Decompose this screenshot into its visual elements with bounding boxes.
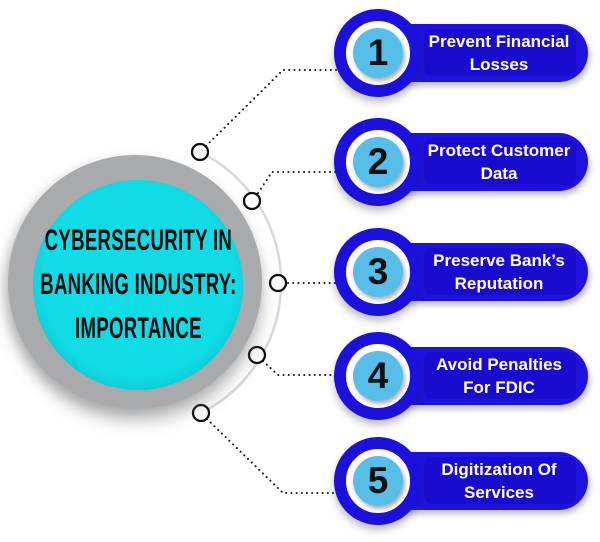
connector-node-1 [190,142,210,162]
item-4-pill-inner [424,352,576,399]
item-2-number-circle: 2 [334,118,422,206]
item-3-label-line1: Preserve Bank’s [433,251,565,270]
item-3-label-line2: Reputation [454,274,544,293]
item-3-number: 3 [353,247,403,297]
item-5-label: Digitization Of Services [416,452,582,510]
item-2-pill-inner [424,138,576,185]
item-2-number: 2 [353,137,403,187]
item-5-label-line1: Digitization Of [441,460,557,479]
main-topic-circle: CYBERSECURITY IN BANKING INDUSTRY: IMPOR… [8,155,262,409]
main-title: CYBERSECURITY IN BANKING INDUSTRY: IMPOR… [40,219,236,351]
dotted-connector-4 [262,360,338,376]
item-4-number: 4 [353,351,403,401]
item-3-label: Preserve Bank’s Reputation [416,243,582,301]
item-1-number-circle: 1 [334,9,422,97]
item-4-label: Avoid Penalties For FDIC [416,347,582,405]
dotted-connector-2 [257,171,338,194]
item-2-label-line2: Data [480,164,518,183]
main-title-line3: IMPORTANCE [74,312,202,345]
main-title-line1: CYBERSECURITY IN [44,224,232,257]
item-5-number-circle: 5 [334,437,422,525]
item-3-pill-inner [424,248,576,295]
item-2-label: Protect Customer Data [416,133,582,191]
item-5-label-line2: Services [464,483,534,502]
item-1-label: Prevent Financial Losses [416,24,582,82]
dotted-connector-1 [205,69,339,147]
item-5-number: 5 [353,456,403,506]
item-1-number: 1 [353,28,403,78]
connector-node-4 [247,345,267,365]
item-3-number-circle: 3 [334,228,422,316]
connector-node-5 [191,403,211,423]
item-4-label-line1: Avoid Penalties [436,355,562,374]
item-1-label-line2: Losses [469,55,529,74]
item-4-number-circle: 4 [334,332,422,420]
connector-node-3 [268,273,288,293]
main-topic-circle-inner: CYBERSECURITY IN BANKING INDUSTRY: IMPOR… [33,180,243,390]
dotted-connector-5 [206,418,338,494]
item-5-pill-inner [424,457,576,504]
item-4-label-line2: For FDIC [463,378,535,397]
item-1-pill-inner [424,29,576,76]
item-2-label-line1: Protect Customer [427,141,571,160]
main-title-line2: BANKING INDUSTRY: [39,268,237,301]
item-1-label-line1: Prevent Financial [428,32,570,51]
item-1-pill: Prevent Financial Losses [372,24,588,82]
connector-node-2 [242,191,262,211]
